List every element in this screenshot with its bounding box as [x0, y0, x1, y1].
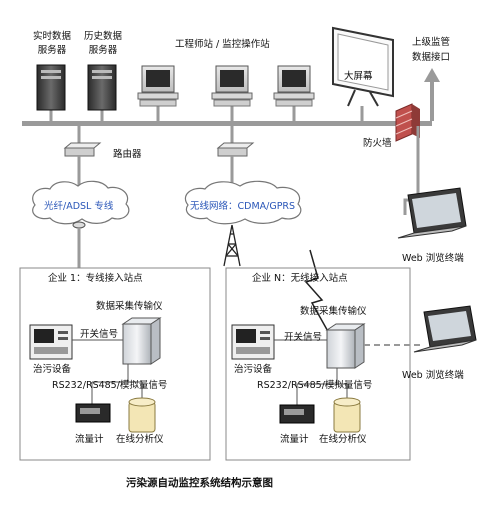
workstations-label: 工程师站 / 监控操作站 [175, 39, 270, 50]
flow-meter-icon-1 [75, 403, 111, 423]
laptop-icon-2 [413, 305, 477, 353]
upper-interface-label: 上级监管 数据接口 [412, 37, 451, 63]
router-icon-1 [63, 126, 102, 190]
enterprise-1-treatment-label: 治污设备 [33, 364, 72, 375]
realtime-server-label: 实时数据 服务器 [33, 31, 72, 56]
enterprise-1-box [19, 267, 211, 461]
workstation-icon-3 [273, 65, 315, 121]
firewall-label: 防火墙 [363, 138, 392, 149]
enterprise-n-dtu-label: 数据采集传输仪 [300, 306, 367, 317]
enterprise-n-analyzer-label: 在线分析仪 [319, 434, 367, 445]
enterprise-n-rs-signal-label: RS232/RS485/模拟量信号 [257, 380, 373, 391]
antenna-tower-icon [223, 224, 241, 267]
enterprise-1-dtu-label: 数据采集传输仪 [96, 301, 163, 312]
realtime-server-icon [36, 64, 66, 121]
analyzer-icon-1 [128, 397, 156, 433]
enterprise-1-analyzer-label: 在线分析仪 [116, 434, 164, 445]
fiber-cloud-label: 光纤/ADSL 专线 [44, 201, 114, 212]
cable-connector-icon [72, 221, 86, 229]
enterprise-1-title: 企业 1：专线接入站点 [48, 273, 143, 284]
laptop-icon-1 [397, 187, 467, 239]
analyzer-icon-n [333, 397, 361, 433]
fiber-cloud [32, 180, 130, 225]
big-screen-label: 大屏幕 [344, 71, 373, 82]
history-server-icon [87, 64, 117, 121]
upper-interface-arrow-icon [424, 68, 440, 121]
enterprise-n-title: 企业 N：无线接入站点 [252, 273, 348, 284]
wireless-cloud-label: 无线网络：CDMA/GPRS [190, 201, 296, 212]
history-server-label: 历史数据 服务器 [84, 31, 123, 56]
big-screen-icon [332, 26, 394, 121]
router-icon-2 [216, 126, 255, 190]
treatment-device-icon-1 [29, 324, 73, 360]
enterprise-1-rs-signal-label: RS232/RS485/模拟量信号 [52, 380, 168, 391]
flow-meter-icon-n [279, 404, 315, 424]
enterprise-1-flow-meter-label: 流量计 [75, 434, 104, 445]
web-terminal-label-2: Web 浏览终端 [402, 370, 464, 381]
enterprise-n-flow-meter-label: 流量计 [280, 434, 309, 445]
wireless-cloud [184, 180, 302, 225]
dtu-cabinet-icon-1 [121, 317, 162, 365]
backbone-bus [22, 121, 432, 126]
enterprise-n-switch-signal-label: 开关信号 [284, 332, 323, 343]
diagram-caption: 污染源自动监控系统结构示意图 [126, 477, 273, 489]
workstation-icon-1 [137, 65, 179, 121]
wireless-link-icon [304, 249, 331, 336]
router-label: 路由器 [113, 149, 142, 160]
enterprise-n-treatment-label: 治污设备 [234, 364, 273, 375]
treatment-device-icon-n [231, 324, 275, 360]
workstation-icon-2 [211, 65, 253, 121]
firewall-icon [395, 103, 420, 142]
web-terminal-label-1: Web 浏览终端 [402, 253, 464, 264]
dtu-cabinet-icon-n [325, 323, 366, 369]
enterprise-1-switch-signal-label: 开关信号 [80, 329, 119, 340]
enterprise-n-box [225, 267, 411, 461]
